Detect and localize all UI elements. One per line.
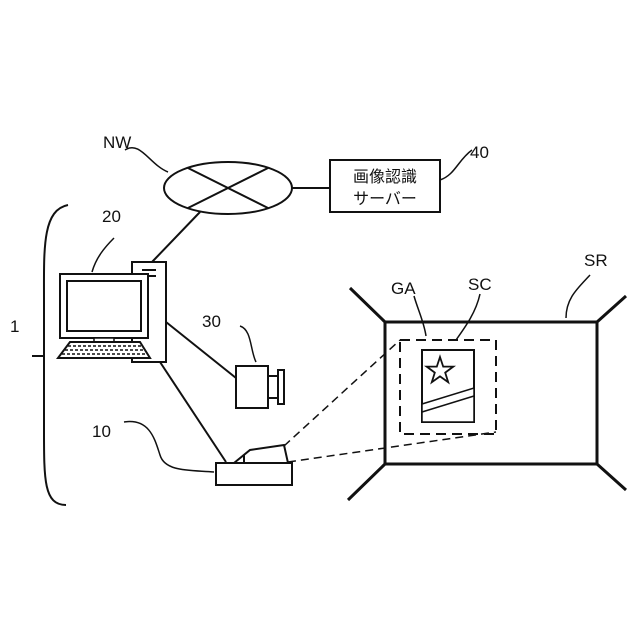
system-ref-label: 1 [10, 317, 19, 336]
camera-leader-line [240, 326, 256, 362]
projection-beam-lower [288, 432, 496, 462]
screen-content-ref-label: SC [468, 275, 492, 294]
pc-monitor [60, 274, 148, 338]
guide-area-ref-label: GA [391, 279, 416, 298]
pc-ref-label: 20 [102, 207, 121, 226]
server-label-line1: 画像認識 [353, 167, 417, 186]
pc-leader-line [92, 238, 114, 272]
server-leader-line [440, 150, 472, 180]
screen-room-leader-line [566, 275, 590, 318]
camera-icon [236, 366, 284, 408]
screen-room-ref-label: SR [584, 251, 608, 270]
computer-icon [58, 262, 166, 362]
screen-room [348, 288, 626, 500]
pc-camera-link [166, 322, 236, 378]
camera-ref-label: 30 [202, 312, 221, 331]
network-label: NW [103, 133, 131, 152]
projector-ref-label: 10 [92, 422, 111, 441]
projector-leader-line [124, 422, 214, 472]
server-ref-label: 40 [470, 143, 489, 162]
image-recognition-server: 画像認識 サーバー [330, 160, 440, 212]
projector-icon [216, 445, 292, 485]
screen-content [422, 350, 474, 422]
network-pc-link [152, 212, 200, 262]
guide-area-leader-line [414, 296, 426, 336]
screen-content-leader-line [456, 294, 480, 340]
projection-beam-upper [284, 340, 400, 446]
star-icon [427, 357, 454, 382]
network-node [164, 162, 292, 214]
network-leader-line [125, 148, 168, 172]
server-label-line2: サーバー [353, 189, 417, 208]
pc-projector-link [160, 362, 226, 462]
